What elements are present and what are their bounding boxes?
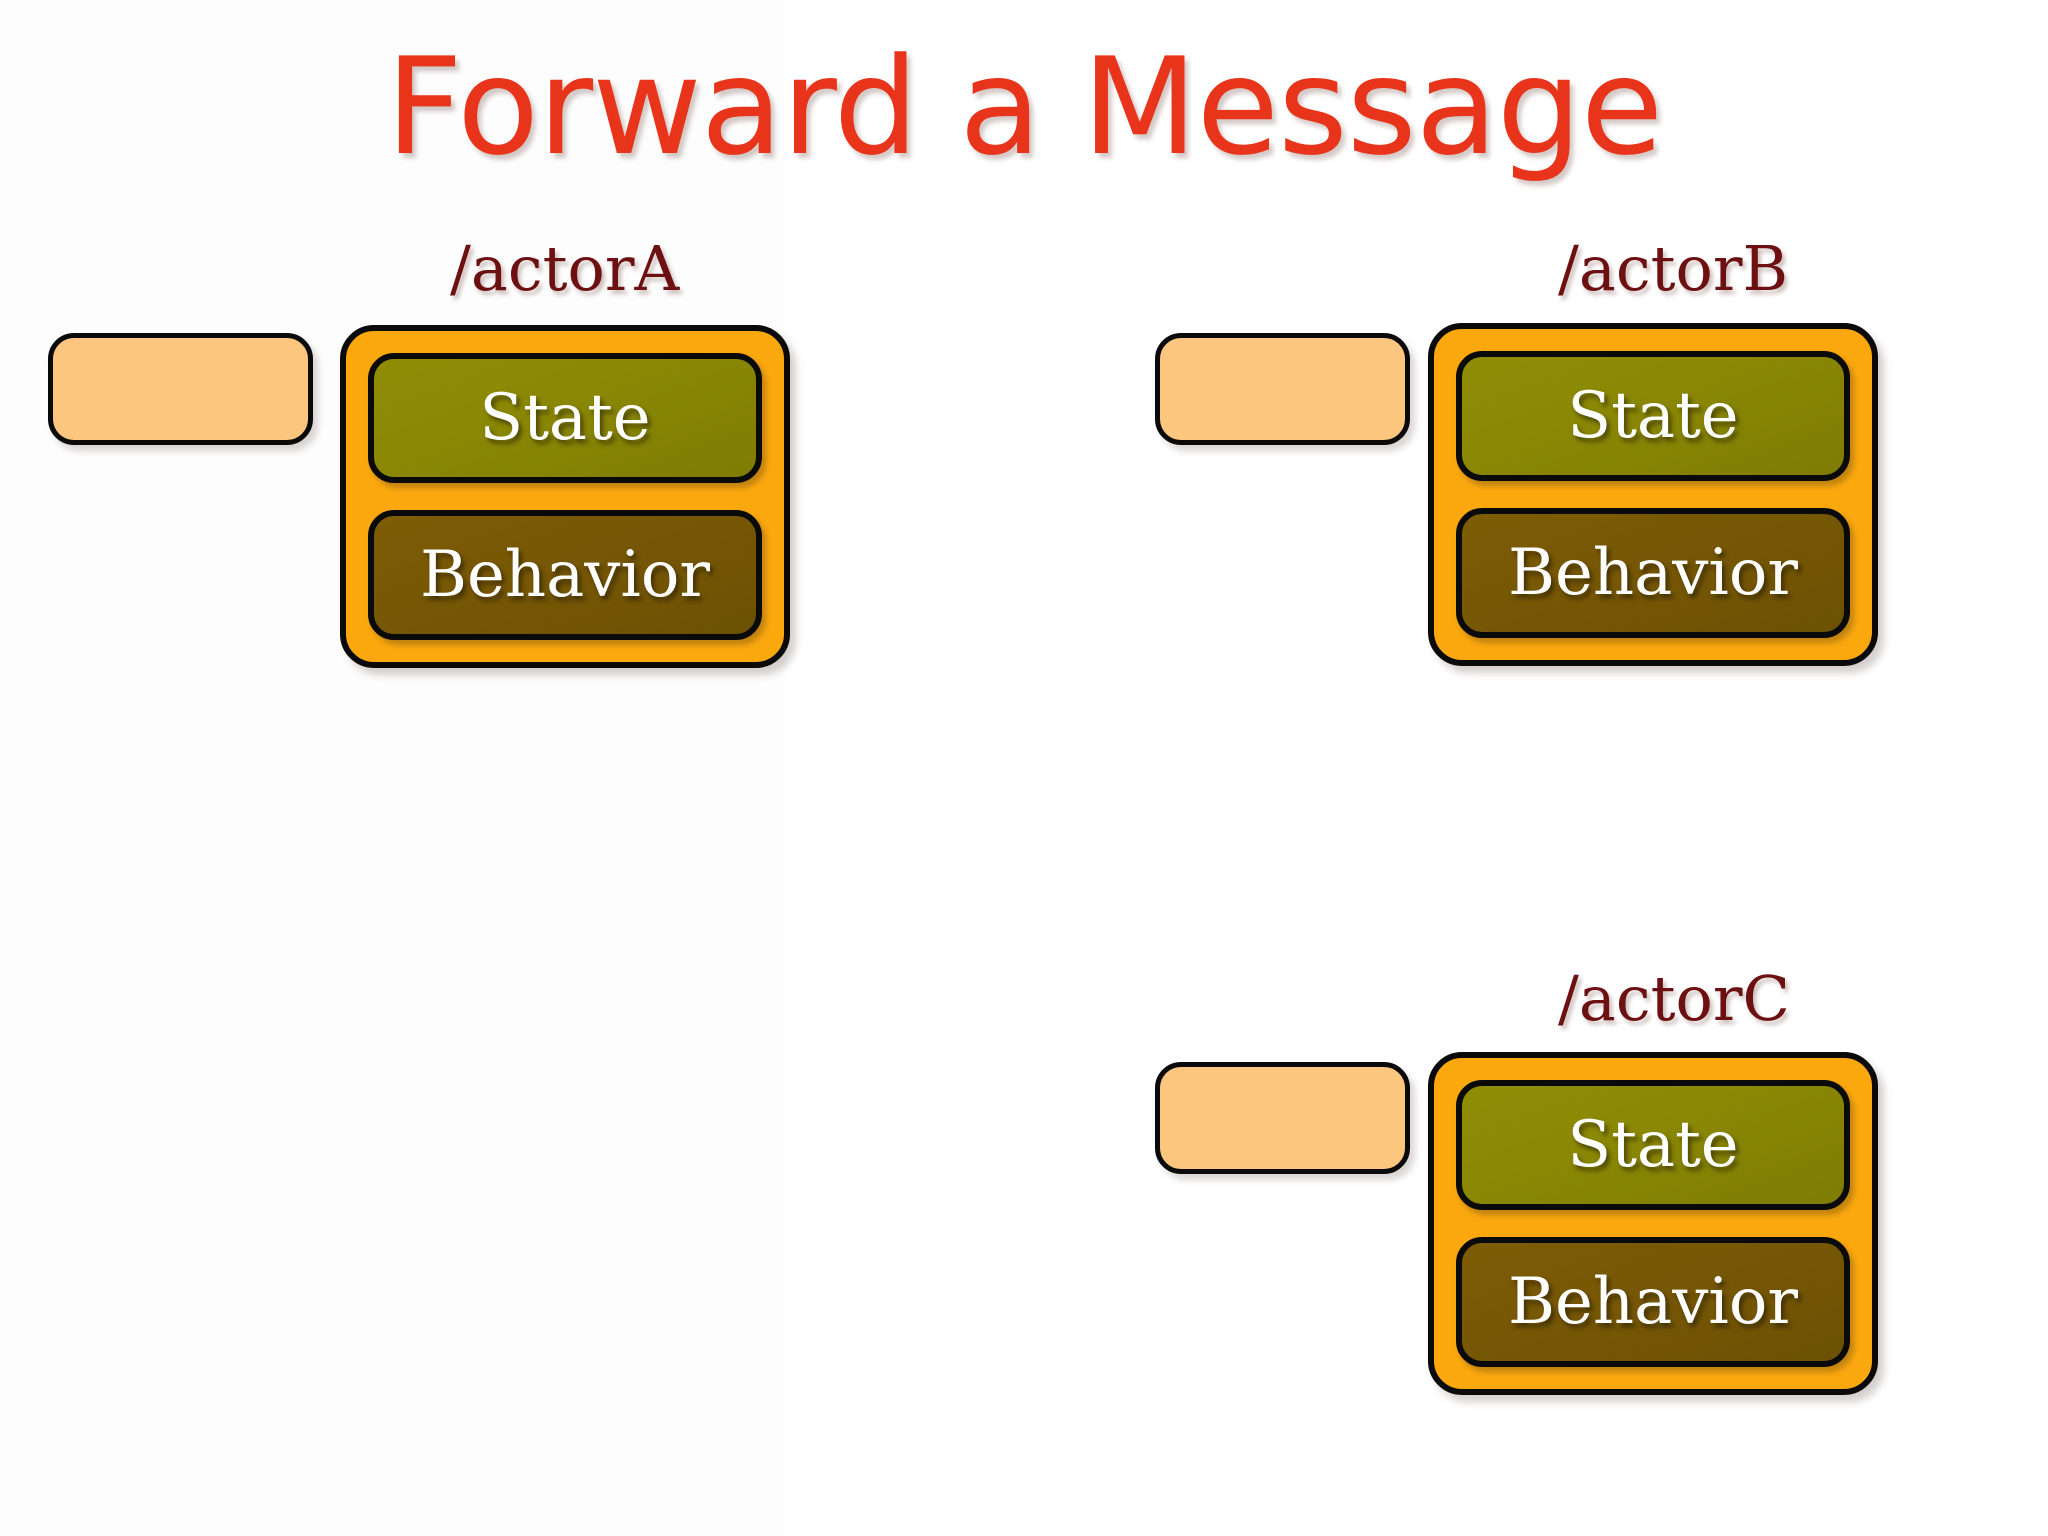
actor-label-actorA: /actorA: [450, 232, 680, 305]
actor-body-actorC[interactable]: State Behavior: [1428, 1052, 1878, 1395]
mailbox-actorB[interactable]: [1155, 333, 1410, 445]
state-box-actorC[interactable]: State: [1456, 1080, 1850, 1210]
state-box-actorA[interactable]: State: [368, 353, 762, 483]
state-box-actorB[interactable]: State: [1456, 351, 1850, 481]
actor-body-actorA[interactable]: State Behavior: [340, 325, 790, 668]
behavior-box-actorA[interactable]: Behavior: [368, 510, 762, 640]
mailbox-actorA[interactable]: [48, 333, 313, 445]
actor-body-actorB[interactable]: State Behavior: [1428, 323, 1878, 666]
background-seam: [0, 0, 786, 1536]
behavior-box-actorC[interactable]: Behavior: [1456, 1237, 1850, 1367]
actor-label-actorB: /actorB: [1558, 232, 1789, 305]
actor-label-actorC: /actorC: [1558, 962, 1790, 1035]
behavior-box-actorB[interactable]: Behavior: [1456, 508, 1850, 638]
mailbox-actorC[interactable]: [1155, 1062, 1410, 1174]
page-title: Forward a Message: [385, 29, 1663, 185]
